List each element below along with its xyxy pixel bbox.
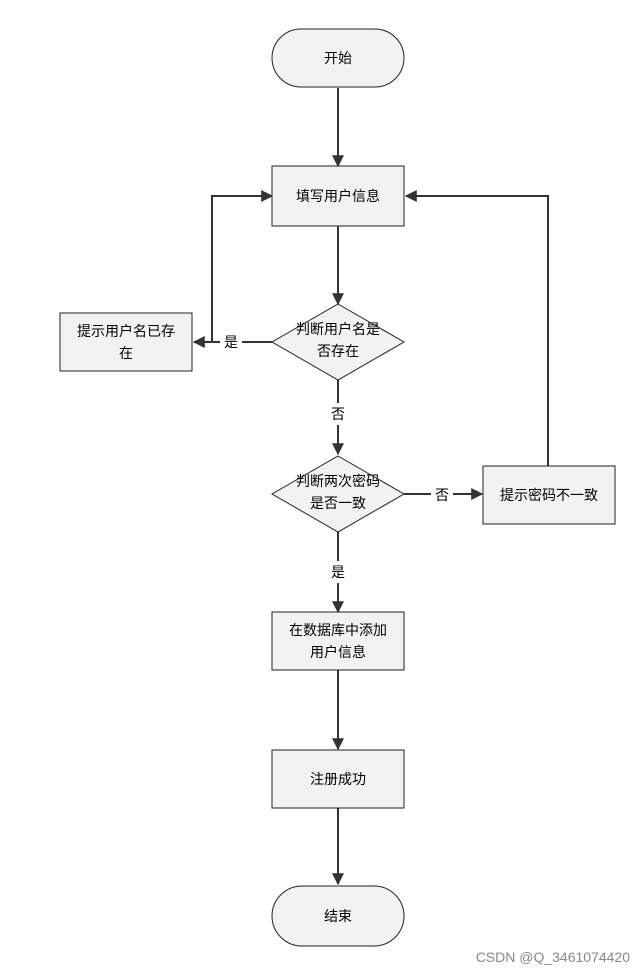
label-no-name-exists: 否 xyxy=(331,407,345,423)
node-add-db-line1: 在数据库中添加 xyxy=(289,623,387,639)
node-check-password-line2: 是否一致 xyxy=(310,496,366,512)
label-yes-name-exists: 是 xyxy=(224,335,238,351)
node-register-success: 注册成功 xyxy=(271,749,405,809)
node-pwd-mismatch-label: 提示密码不一致 xyxy=(500,487,598,504)
node-register-success-label: 注册成功 xyxy=(310,772,366,788)
edge-nameexists-to-fill xyxy=(211,190,274,342)
node-start-label: 开始 xyxy=(324,51,352,67)
watermark: CSDN @Q_3461074420 xyxy=(476,949,631,965)
node-check-username-line2: 否存在 xyxy=(317,344,359,360)
node-add-db: 在数据库中添加 用户信息 xyxy=(271,611,405,671)
node-check-password: 判断两次密码 是否一致 xyxy=(270,455,406,533)
node-name-exists-line1: 提示用户名已存 xyxy=(77,323,175,340)
node-end: 结束 xyxy=(271,885,405,947)
node-start: 开始 xyxy=(271,28,405,88)
node-check-username: 判断用户名是 否存在 xyxy=(270,303,406,381)
node-fill-info-label: 填写用户信息 xyxy=(296,188,380,205)
node-check-password-line1: 判断两次密码 xyxy=(296,473,380,490)
label-no-pwd-match: 否 xyxy=(435,488,449,504)
node-fill-info: 填写用户信息 xyxy=(271,165,405,227)
node-name-exists-line2: 在 xyxy=(119,346,133,362)
node-pwd-mismatch: 提示密码不一致 xyxy=(482,465,616,525)
node-check-username-line1: 判断用户名是 xyxy=(296,321,380,338)
label-yes-pwd-match: 是 xyxy=(331,565,345,581)
node-name-exists: 提示用户名已存 在 xyxy=(59,312,193,372)
node-add-db-line2: 用户信息 xyxy=(310,644,366,661)
node-end-label: 结束 xyxy=(324,909,352,925)
edge-pwdmismatch-to-fill xyxy=(404,190,549,466)
